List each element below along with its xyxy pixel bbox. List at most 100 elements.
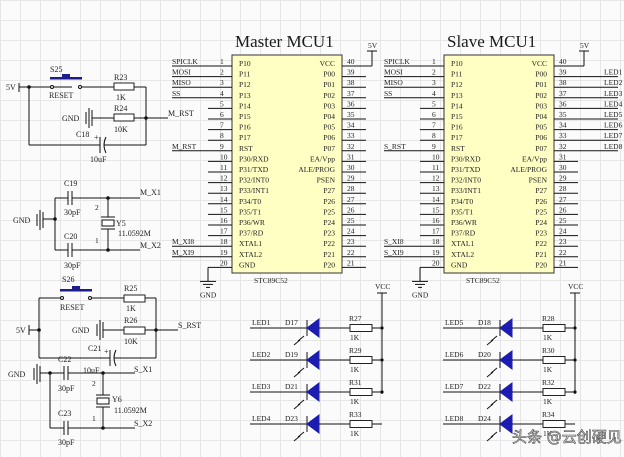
pin-name: P06 [535, 133, 547, 142]
pin-number: 27 [347, 195, 355, 204]
light-arrow-icon [486, 371, 494, 378]
supply-label: 5V [16, 326, 26, 335]
master-reset-circuit: 5V S25 RESET R23 1K GND R24 10K M_RST + [6, 65, 194, 164]
chip-title: Master MCU1 [235, 32, 334, 51]
pin-number: 23 [559, 237, 567, 246]
pin-number: 9 [220, 142, 224, 151]
net-label: M_X1 [140, 188, 161, 197]
pin-name: XTAL1 [451, 239, 474, 248]
gnd-label: GND [8, 370, 26, 379]
pin-name: P36/WR [239, 218, 265, 227]
pin-number: 12 [220, 174, 228, 183]
pin-number: 15 [220, 205, 228, 214]
chip-part-number: STC89C52 [254, 276, 288, 285]
led-icon [499, 318, 513, 338]
pin-name: GND [451, 260, 468, 269]
pin-number: 1 [220, 57, 224, 66]
resistor-value: 1K [126, 304, 136, 313]
pin-number: 32 [559, 142, 567, 151]
resistor-value: 10K [114, 125, 128, 134]
light-arrow-icon [293, 339, 301, 346]
diode-ref: D24 [478, 414, 491, 423]
pin-name: P22 [535, 239, 547, 248]
pin-number: 35 [559, 110, 567, 119]
resistor-icon [542, 388, 566, 396]
junction-dot [573, 326, 577, 330]
pin-name: P00 [535, 70, 547, 79]
pin-number: 1 [432, 57, 436, 66]
pin-number: 33 [559, 131, 567, 140]
resistor-icon [349, 420, 373, 428]
pin-number: 20 [432, 258, 440, 267]
chip-part-number: STC89C52 [466, 276, 500, 285]
pushbutton-icon [60, 289, 92, 292]
pin-name: P04 [323, 112, 335, 121]
resistor-ref: R26 [124, 316, 137, 325]
pin-name: P15 [239, 112, 251, 121]
pin-number: 18 [220, 237, 228, 246]
capacitor-value: 10uF [83, 366, 100, 375]
light-arrow-icon [486, 339, 494, 346]
pin-number: 24 [559, 227, 567, 236]
net-label: M_XI9 [172, 248, 194, 257]
led-icon [499, 350, 513, 370]
pin-number: 4 [220, 89, 224, 98]
pin-number: 14 [432, 195, 440, 204]
resistor-value: 10K [124, 337, 138, 346]
pin-number: 2 [432, 68, 436, 77]
pin-name: P17 [239, 133, 251, 142]
pin-name: P34/T0 [239, 197, 261, 206]
resistor-ref: R34 [542, 410, 555, 419]
pin-number: 4 [432, 89, 436, 98]
net-label: M_RST [172, 142, 197, 151]
pin-name: ALE/PROG [298, 165, 335, 174]
pin-name: GND [239, 260, 256, 269]
net-label: LED1 [604, 68, 623, 77]
net-label: SS [172, 89, 180, 98]
resistor-value: 1K [350, 429, 360, 438]
switch-ref: S26 [62, 275, 74, 284]
pin-name: P26 [535, 197, 547, 206]
led-icon [306, 350, 320, 370]
crystal-ref: Y6 [112, 395, 122, 404]
resistor-ref: R31 [349, 378, 362, 387]
pin-name: P37/RD [239, 229, 264, 238]
pin-number: 17 [220, 227, 228, 236]
resistor-ref: R30 [542, 346, 555, 355]
pin-name: P27 [535, 186, 547, 195]
pin-number: 2 [95, 203, 99, 212]
pin-number: 35 [347, 110, 355, 119]
pin-name: P37/RD [451, 229, 476, 238]
pin-number: 6 [220, 110, 224, 119]
net-label: M_RST [168, 109, 194, 118]
pin-number: 22 [559, 248, 567, 257]
net-label: S_RST [384, 142, 406, 151]
light-arrow-icon [293, 371, 301, 378]
gnd-label: GND [200, 290, 217, 299]
net-label: MISO [384, 78, 403, 87]
light-arrow-icon [297, 399, 305, 406]
resistor-value: 1K [350, 333, 360, 342]
pin-number: 10 [432, 152, 440, 161]
pin-name: PSEN [317, 176, 336, 185]
watermark: 头条 @云创硬见 [512, 428, 622, 446]
net-label: LED5 [604, 110, 623, 119]
pin-name: P24 [535, 218, 547, 227]
pin-number: 16 [432, 216, 440, 225]
diode-ref: D21 [285, 382, 298, 391]
pin-name: P21 [535, 250, 547, 259]
pin-name: XTAL1 [239, 239, 262, 248]
pin-name: P02 [323, 91, 335, 100]
pin-number: 6 [432, 110, 436, 119]
light-arrow-icon [490, 335, 498, 342]
pin-number: 19 [432, 248, 440, 257]
capacitor-ref: C23 [58, 409, 71, 418]
pin-name: P11 [239, 70, 251, 79]
resistor-ref: R27 [349, 314, 362, 323]
